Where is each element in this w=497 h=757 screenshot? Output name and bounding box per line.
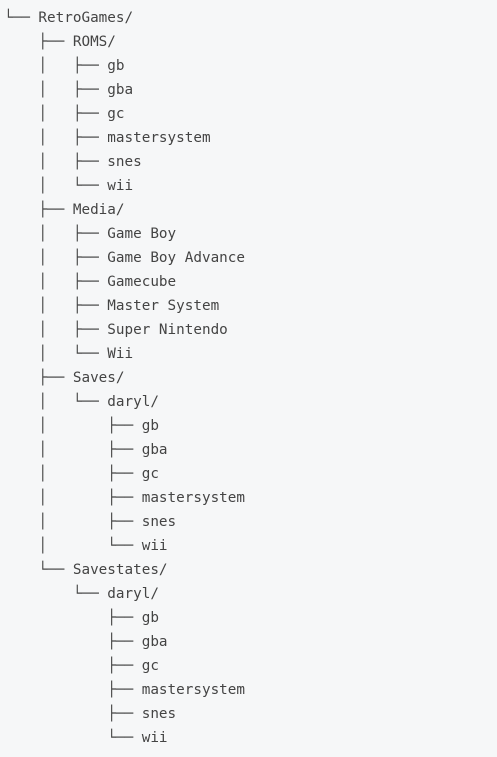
- tree-line-savestates-daryl-gba: ├── gba: [4, 634, 168, 650]
- tree-line-savestates-daryl-mastersystem: ├── mastersystem: [4, 682, 246, 698]
- tree-line-media-master-system: │ ├── Master System: [4, 298, 220, 314]
- tree-line-roms-wii: │ └── wii: [4, 178, 134, 194]
- tree-line-media-gamecube: │ ├── Gamecube: [4, 274, 177, 290]
- tree-line-roms-snes: │ ├── snes: [4, 154, 142, 170]
- tree-line-saves-daryl: │ └── daryl/: [4, 394, 159, 410]
- tree-line-roms-gb: │ ├── gb: [4, 58, 125, 74]
- tree-line-media-super-nintendo: │ ├── Super Nintendo: [4, 322, 228, 338]
- tree-line-media-wii: │ └── Wii: [4, 346, 134, 362]
- tree-line-saves: ├── Saves/: [4, 370, 125, 386]
- tree-line-savestates-daryl-gb: ├── gb: [4, 610, 159, 626]
- tree-line-saves-daryl-wii: │ └── wii: [4, 538, 168, 554]
- tree-line-saves-daryl-gb: │ ├── gb: [4, 418, 159, 434]
- tree-line-savestates-daryl-gc: ├── gc: [4, 658, 159, 674]
- tree-line-roms-gba: │ ├── gba: [4, 82, 134, 98]
- tree-line-roms: ├── ROMS/: [4, 34, 116, 50]
- tree-line-savestates-daryl-snes: ├── snes: [4, 706, 177, 722]
- tree-line-saves-daryl-snes: │ ├── snes: [4, 514, 177, 530]
- tree-line-media-game-boy-advance: │ ├── Game Boy Advance: [4, 250, 246, 266]
- tree-line-savestates-daryl-wii: └── wii: [4, 730, 168, 746]
- tree-line-savestates: └── Savestates/: [4, 562, 168, 578]
- tree-line-saves-daryl-gba: │ ├── gba: [4, 442, 168, 458]
- tree-line-retrogames: └── RetroGames/: [4, 10, 134, 26]
- tree-line-saves-daryl-gc: │ ├── gc: [4, 466, 159, 482]
- tree-line-roms-mastersystem: │ ├── mastersystem: [4, 130, 211, 146]
- tree-line-media: ├── Media/: [4, 202, 125, 218]
- tree-line-media-game-boy: │ ├── Game Boy: [4, 226, 177, 242]
- tree-line-roms-gc: │ ├── gc: [4, 106, 125, 122]
- tree-line-savestates-daryl: └── daryl/: [4, 586, 159, 602]
- tree-line-saves-daryl-mastersystem: │ ├── mastersystem: [4, 490, 246, 506]
